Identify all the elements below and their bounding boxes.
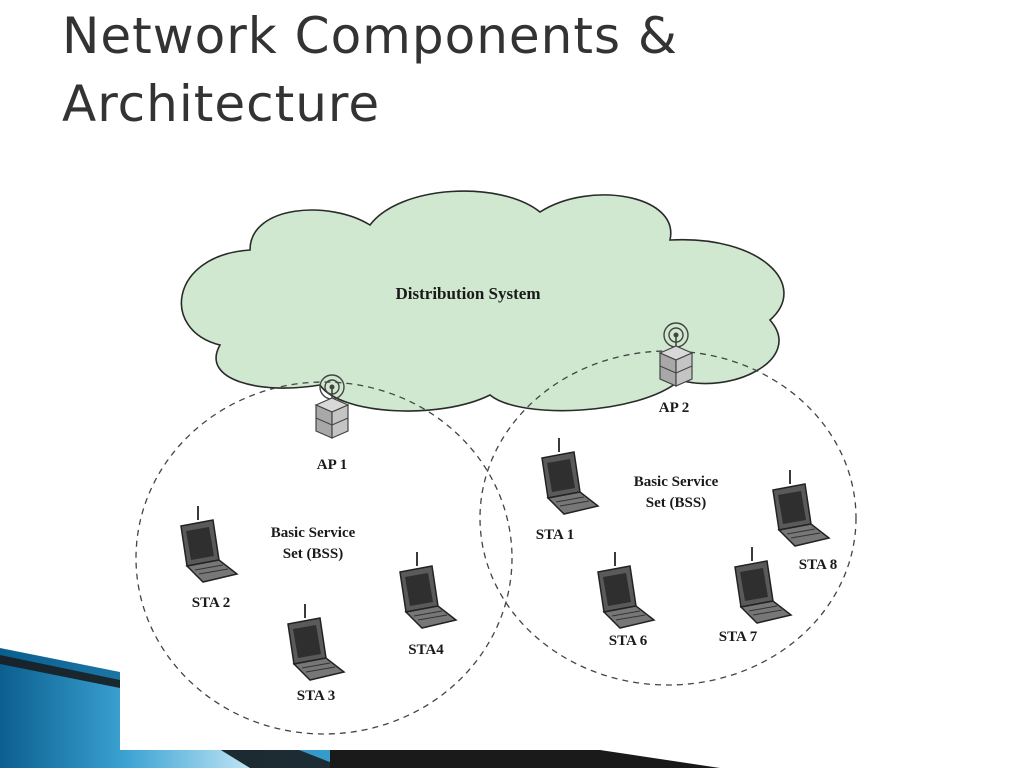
- sta7-label: STA 7: [719, 629, 758, 645]
- title-line-2: Architecture: [62, 75, 381, 133]
- sta2-label: STA 2: [192, 595, 231, 611]
- title-line-1: Network Components &: [62, 7, 678, 65]
- sta3-laptop-icon: [287, 603, 345, 681]
- cloud-label: Distribution System: [396, 284, 541, 303]
- distribution-system-cloud: [180, 190, 785, 412]
- sta3-label: STA 3: [297, 688, 336, 704]
- bss-left-boundary: [135, 381, 513, 735]
- bss-right-label-line2: Set (BSS): [646, 495, 706, 511]
- sta8-laptop-icon: [772, 469, 830, 547]
- sta1-label: STA 1: [536, 527, 575, 543]
- sta6-label: STA 6: [609, 633, 648, 649]
- bss-right-label-line1: Basic Service: [634, 474, 719, 490]
- sta4-laptop-icon: [399, 551, 457, 629]
- ap2-label: AP 2: [659, 400, 689, 416]
- bss-left-label-line2: Set (BSS): [283, 546, 343, 562]
- sta6-laptop-icon: [597, 551, 655, 629]
- sta8-label: STA 8: [799, 557, 838, 573]
- sta7-laptop-icon: [734, 546, 792, 624]
- sta4-label: STA4: [408, 642, 444, 658]
- sta2-laptop-icon: [180, 505, 238, 583]
- ap1-label: AP 1: [317, 457, 347, 473]
- slide-title: Network Components & Architecture: [62, 2, 678, 138]
- bss-left-label-line1: Basic Service: [271, 525, 356, 541]
- sta1-laptop-icon: [541, 437, 599, 515]
